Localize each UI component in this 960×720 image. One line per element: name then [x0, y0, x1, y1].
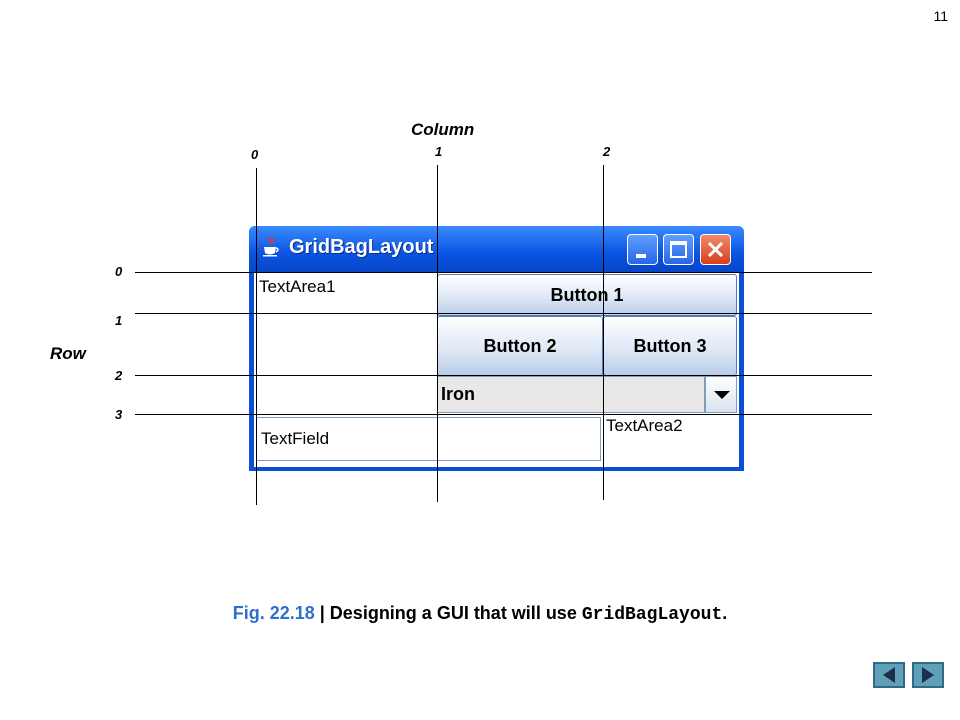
row-number-1: 1 [115, 313, 123, 328]
java-cup-icon [263, 236, 279, 257]
minimize-button[interactable] [627, 234, 658, 265]
row-axis-title: Row [50, 344, 86, 363]
close-button[interactable] [700, 234, 731, 265]
column-gridline-0 [256, 168, 257, 505]
column-axis-title: Column [411, 120, 475, 139]
row-gridline-0 [135, 272, 872, 273]
iron-combo-box[interactable]: Iron [437, 376, 705, 413]
chevron-down-icon [714, 391, 730, 399]
combo-selected-value: Iron [441, 384, 475, 404]
maximize-button[interactable] [663, 234, 694, 265]
caption-text: Designing a GUI that will use [329, 603, 582, 623]
triangle-right-icon [922, 667, 934, 683]
figure-caption: Fig. 22.18 | Designing a GUI that will u… [0, 603, 960, 625]
next-slide-button[interactable] [912, 662, 944, 688]
combo-dropdown-button[interactable] [705, 376, 737, 413]
figure-number: Fig. 22.18 [232, 603, 315, 623]
close-icon [707, 241, 724, 258]
textarea2-text: TextArea2 [606, 416, 683, 435]
column-number-2: 2 [603, 144, 611, 159]
row-gridline-1 [135, 313, 872, 314]
column-number-1: 1 [435, 144, 443, 159]
gridbaglayout-window: GridBagLayout TextArea1 Button 1 Button … [249, 226, 744, 471]
caption-separator: | [314, 603, 330, 623]
row-number-2: 2 [115, 368, 123, 383]
window-title: GridBagLayout [289, 236, 434, 258]
slide-number: 11 [933, 8, 948, 24]
window-content: TextArea1 Button 1 Button 2 Button 3 Iro… [254, 272, 739, 467]
maximize-icon [670, 241, 687, 258]
row-gridline-3 [135, 414, 872, 415]
column-gridline-1 [437, 165, 438, 502]
row-gridline-2 [135, 375, 872, 376]
triangle-left-icon [883, 667, 895, 683]
textarea1[interactable]: TextArea1 [256, 274, 439, 413]
column-gridline-2 [603, 165, 604, 500]
column-number-0: 0 [251, 147, 259, 162]
caption-code: GridBagLayout [581, 605, 723, 625]
textfield[interactable]: TextField [256, 417, 601, 461]
minimize-icon [636, 254, 646, 258]
row-number-0: 0 [115, 264, 123, 279]
caption-end: . [722, 603, 728, 623]
textfield-text: TextField [261, 429, 330, 448]
textarea2[interactable]: TextArea2 [603, 413, 737, 463]
window-title-bar[interactable]: GridBagLayout [249, 226, 744, 272]
textarea1-text: TextArea1 [259, 277, 336, 296]
button-3[interactable]: Button 3 [603, 316, 737, 376]
button-2[interactable]: Button 2 [437, 316, 603, 376]
previous-slide-button[interactable] [873, 662, 905, 688]
row-number-3: 3 [115, 407, 123, 422]
button-1[interactable]: Button 1 [437, 274, 737, 316]
